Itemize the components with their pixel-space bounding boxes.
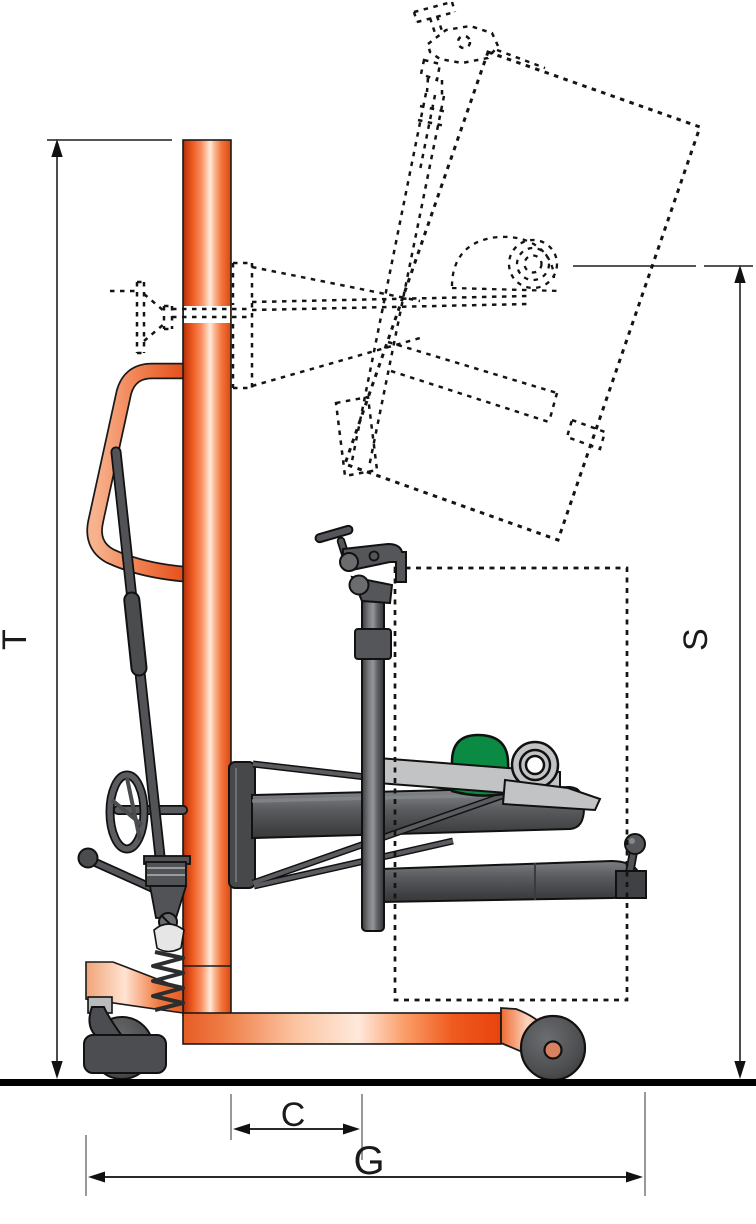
- ghost-drum-lowered: [393, 566, 629, 1002]
- clamp-pivot-lower: [348, 574, 370, 596]
- ghost-cradle: [231, 261, 559, 424]
- label-G: G: [353, 1139, 384, 1183]
- g-arrow-left: [88, 1171, 105, 1183]
- ghost-collar: [334, 395, 379, 478]
- ghost-drum-body: [343, 50, 702, 542]
- hydraulic-pump-group: [77, 446, 191, 1012]
- ghost-spinner-handwheel: [110, 280, 252, 355]
- pump-piston-cap: [153, 923, 185, 953]
- base-leg: [182, 1012, 502, 1045]
- label-S: S: [677, 628, 715, 651]
- ghost-drum-chime: [565, 418, 607, 451]
- lower-cylinder: [379, 833, 647, 904]
- ghost-tilted-assembly: [110, 0, 702, 542]
- clamp-head: [314, 524, 407, 605]
- c-arrow-left: [233, 1123, 250, 1135]
- g-arrow-right: [626, 1171, 643, 1183]
- c-arrow-right: [343, 1123, 360, 1135]
- ground-line: [0, 1079, 756, 1086]
- boom-assembly: [228, 592, 647, 932]
- release-lever-ball: [77, 847, 99, 869]
- chassis: [83, 961, 587, 1082]
- dimension-G: [85, 1092, 646, 1196]
- ghost-drum-tilted: [343, 50, 702, 542]
- cylinder-end-block: [615, 870, 647, 899]
- ghost-pedestal: [334, 92, 448, 478]
- push-handle: [86, 362, 192, 583]
- dimension-T: [47, 139, 172, 1079]
- s-arrow-down: [734, 1061, 746, 1079]
- mast: [182, 139, 232, 1016]
- pump-spring: [151, 950, 185, 1012]
- label-C: C: [281, 1096, 306, 1134]
- clamp-spinner-bar: [314, 524, 354, 544]
- dimension-S: [573, 265, 753, 1079]
- front-wheel-hub: [543, 1040, 563, 1060]
- clamp-arm-bolt: [368, 550, 380, 562]
- pillow-block-base: [501, 778, 602, 812]
- ghost-drum-bung: [450, 235, 561, 293]
- clamp-pivot-upper: [339, 552, 359, 572]
- ghost-clamp-head: [412, 0, 546, 95]
- dimension-C: [230, 1094, 363, 1160]
- caster-housing: [83, 1034, 167, 1074]
- s-arrow-up: [734, 265, 746, 283]
- lift-handwheel: [105, 770, 188, 854]
- label-T: T: [0, 629, 34, 650]
- ghost-spinner-shaft: [172, 307, 252, 319]
- t-arrow-up: [51, 139, 63, 157]
- pillow-block-hole: [524, 754, 546, 776]
- t-arrow-down: [51, 1061, 63, 1079]
- pedestal-collar: [354, 628, 392, 660]
